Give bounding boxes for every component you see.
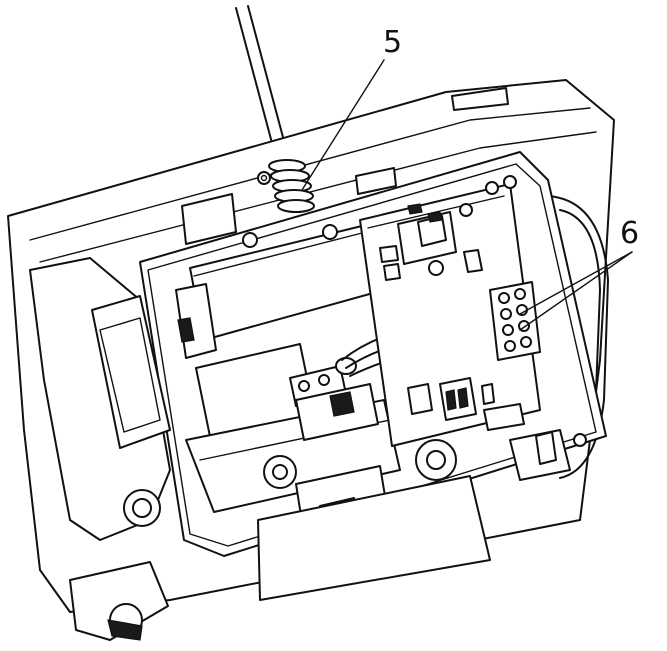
spring [257, 159, 315, 213]
terminal-block [489, 281, 541, 361]
rod [235, 5, 289, 159]
switch-assembly [289, 357, 379, 441]
callout-label-6: 6 [620, 216, 639, 251]
leader-line-6a [519, 251, 633, 315]
bottom-right-parts [415, 429, 587, 481]
leader-line-6b [519, 251, 633, 331]
leader-line-5 [301, 59, 385, 191]
leader-lines [301, 59, 633, 331]
left-mechanism [29, 257, 171, 641]
circuit-board [359, 175, 541, 447]
capacitor-block [175, 223, 385, 359]
callout-label-5: 5 [383, 25, 402, 60]
